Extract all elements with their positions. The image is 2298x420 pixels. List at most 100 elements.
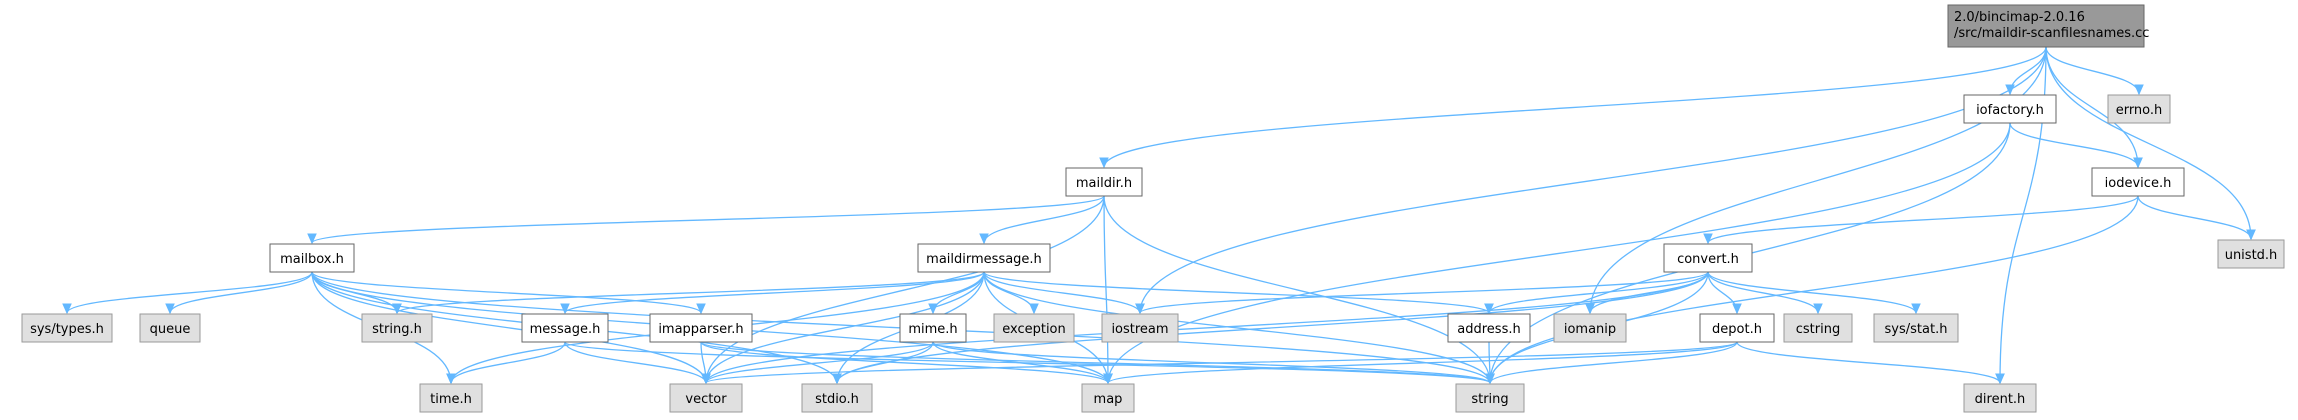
node-stdio-box: [801, 383, 873, 413]
node-maildirmessage[interactable]: maildirmessage.h: [917, 243, 1051, 273]
node-iodevice[interactable]: iodevice.h: [2091, 167, 2185, 197]
node-dirent-label: dirent.h: [1975, 392, 2026, 407]
edge-iofactory-to-map: [1108, 122, 2011, 383]
root-label-line-2: /src/maildir-scanfilesnames.cc: [1954, 26, 2149, 41]
edge-maildir-to-string: [1103, 195, 1490, 383]
node-unistd: unistd.h: [2217, 239, 2285, 269]
node-maildir[interactable]: maildir.h: [1065, 167, 1143, 197]
edge-convert-to-address: [1489, 271, 1709, 313]
node-systypes-box: [21, 313, 113, 343]
node-cstring: cstring: [1783, 313, 1853, 343]
node-iofactory-label: iofactory.h: [1976, 103, 2044, 118]
edge-maildirmessage-to-vector: [706, 271, 985, 383]
dependency-nodes: 2.0/bincimap-2.0.16/src/maildir-scanfile…: [21, 4, 2285, 413]
node-imapparser[interactable]: imapparser.h: [649, 313, 753, 343]
node-maildirmessage-box: [917, 243, 1051, 273]
edge-convert-to-vector: [706, 271, 1709, 383]
node-unistd-label: unistd.h: [2225, 248, 2278, 263]
edge-mailbox-to-imapparser: [311, 271, 701, 313]
edge-message-to-vector: [564, 341, 706, 383]
edge-mime-to-map: [932, 341, 1108, 383]
node-errno: errno.h: [2107, 94, 2171, 124]
edge-maildir-to-mailbox: [312, 195, 1105, 243]
node-timeh-box: [419, 383, 483, 413]
node-mime-box: [899, 313, 967, 343]
node-depot-label: depot.h: [1712, 322, 1762, 337]
node-message[interactable]: message.h: [521, 313, 609, 343]
node-message-box: [521, 313, 609, 343]
node-systypes: sys/types.h: [21, 313, 113, 343]
node-root[interactable]: 2.0/bincimap-2.0.16/src/maildir-scanfile…: [1947, 4, 2149, 48]
edge-root-to-iomanip: [1590, 46, 2047, 313]
node-cstring-label: cstring: [1796, 322, 1840, 337]
node-queue: queue: [139, 313, 201, 343]
edge-maildir-to-vector: [706, 195, 1105, 383]
edge-maildir-to-map: [1104, 195, 1108, 383]
node-maildirmessage-label: maildirmessage.h: [926, 252, 1042, 267]
node-iofactory[interactable]: iofactory.h: [1963, 94, 2057, 124]
edge-root-to-unistd: [2045, 46, 2251, 239]
edge-iodevice-to-convert: [1708, 195, 2139, 243]
edge-root-to-errno: [2045, 46, 2139, 94]
node-iomanip: iomanip: [1553, 313, 1627, 343]
node-imapparser-box: [649, 313, 753, 343]
node-errno-box: [2107, 94, 2171, 124]
node-iostream-box: [1101, 313, 1179, 343]
node-mime[interactable]: mime.h: [899, 313, 967, 343]
node-dirent: dirent.h: [1963, 383, 2037, 413]
node-vector: vector: [669, 383, 743, 413]
node-depot[interactable]: depot.h: [1699, 313, 1775, 343]
node-stringh-box: [361, 313, 433, 343]
edge-depot-to-dirent: [1736, 341, 2000, 383]
node-timeh: time.h: [419, 383, 483, 413]
node-iodevice-label: iodevice.h: [2105, 176, 2172, 191]
node-errno-label: errno.h: [2116, 103, 2163, 118]
node-convert-box: [1663, 243, 1753, 273]
node-string-box: [1455, 383, 1525, 413]
node-systypes-label: sys/types.h: [30, 322, 104, 337]
edge-mime-to-vector: [706, 341, 934, 383]
node-iostream: iostream: [1101, 313, 1179, 343]
node-address[interactable]: address.h: [1447, 313, 1531, 343]
edge-convert-to-iostream: [1140, 271, 1709, 313]
node-convert[interactable]: convert.h: [1663, 243, 1753, 273]
node-imapparser-label: imapparser.h: [658, 322, 743, 337]
node-vector-box: [669, 383, 743, 413]
edge-maildirmessage-to-stringh: [397, 271, 985, 313]
edge-maildirmessage-to-message: [565, 271, 985, 313]
edge-root-to-iostream: [1140, 46, 2047, 313]
edge-mailbox-to-vector: [311, 271, 706, 383]
node-mailbox-label: mailbox.h: [280, 252, 344, 267]
node-timeh-label: time.h: [430, 392, 472, 407]
node-convert-label: convert.h: [1677, 252, 1739, 267]
node-iofactory-box: [1963, 94, 2057, 124]
node-address-label: address.h: [1457, 322, 1520, 337]
edge-maildir-to-maildirmessage: [984, 195, 1105, 243]
edge-maildirmessage-to-exception: [983, 271, 1034, 313]
edge-depot-to-vector: [706, 341, 1738, 383]
edge-root-to-maildir: [1104, 46, 2047, 167]
node-unistd-box: [2217, 239, 2285, 269]
node-stdio: stdio.h: [801, 383, 873, 413]
node-maildir-label: maildir.h: [1076, 176, 1132, 191]
edge-maildirmessage-to-iostream: [983, 271, 1140, 313]
node-stdio-label: stdio.h: [815, 392, 859, 407]
node-queue-box: [139, 313, 201, 343]
node-sysstat: sys/stat.h: [1873, 313, 1959, 343]
node-mime-label: mime.h: [908, 322, 957, 337]
edge-iodevice-to-unistd: [2137, 195, 2251, 239]
node-address-box: [1447, 313, 1531, 343]
edge-mime-to-stdio: [837, 341, 934, 383]
node-mailbox[interactable]: mailbox.h: [269, 243, 355, 273]
node-root-box: [1947, 4, 2145, 48]
node-sysstat-box: [1873, 313, 1959, 343]
node-iomanip-label: iomanip: [1564, 322, 1616, 337]
edge-imapparser-to-string: [700, 341, 1490, 383]
node-exception: exception: [993, 313, 1075, 343]
node-vector-label: vector: [685, 392, 727, 407]
dependency-edges: [67, 46, 2251, 383]
edge-convert-to-depot: [1707, 271, 1737, 313]
edge-depot-to-string: [1490, 341, 1738, 383]
edge-root-to-iodevice: [2045, 46, 2138, 167]
